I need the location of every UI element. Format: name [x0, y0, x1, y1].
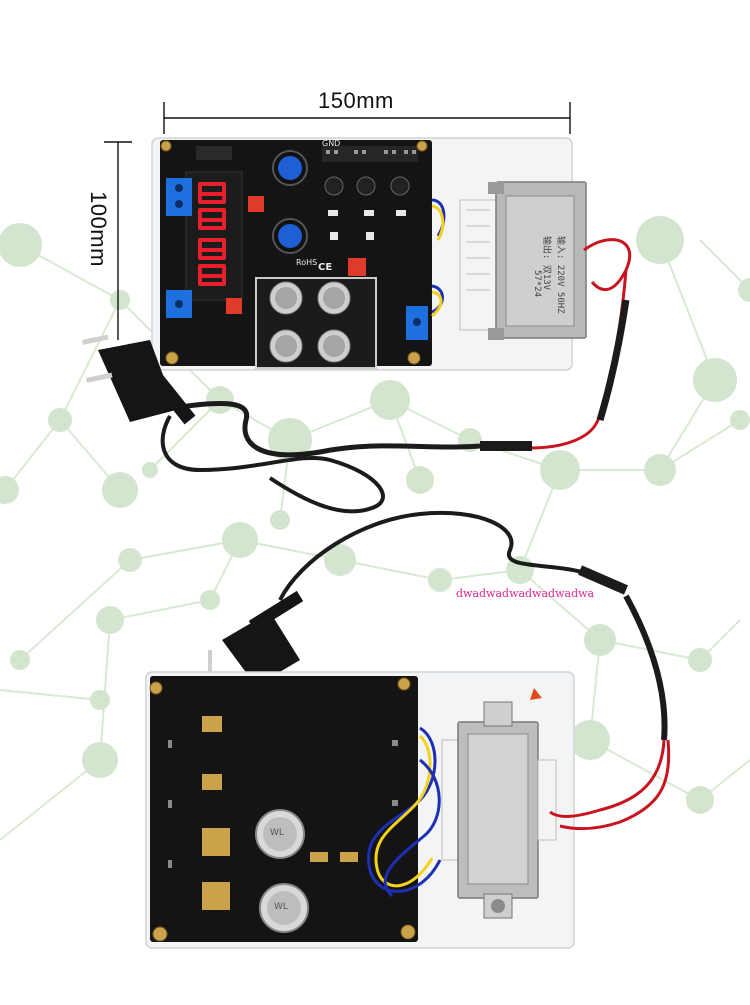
power-cable-bottom: [278, 511, 668, 741]
height-dimension-label: 100mm: [86, 191, 111, 267]
rohs-mark: RoHS: [296, 258, 318, 267]
transformer-model-label: 57*24: [532, 270, 542, 298]
transformer-output-label: 输出: 双13V: [541, 236, 551, 291]
width-dimension-label: 150mm: [318, 88, 394, 113]
pot-label-upper: WL: [270, 828, 284, 838]
power-plug-bottom: [208, 590, 304, 686]
background-network-pattern: [0, 216, 750, 841]
watermark-text: dwadwadwadwadwadwa: [456, 587, 595, 600]
power-plug-top: [82, 334, 196, 425]
pot-label-lower: WL: [274, 902, 288, 912]
dimension-lines: [104, 102, 571, 340]
power-cable-top: [159, 401, 532, 514]
ce-mark: CE: [318, 262, 333, 273]
top-power-module: [151, 137, 632, 450]
transformer-input-label: 输入: 220V 50HZ: [555, 236, 565, 314]
bottom-power-module: [145, 671, 671, 949]
gnd-silkscreen: GND: [322, 139, 341, 148]
